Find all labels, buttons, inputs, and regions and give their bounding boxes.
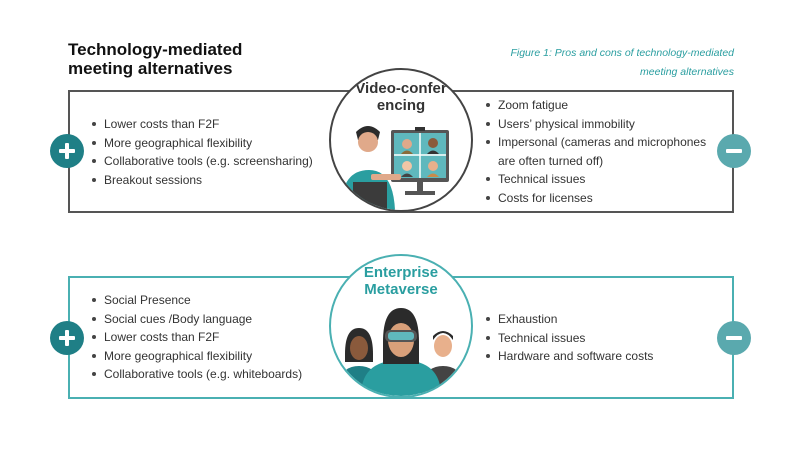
minus-icon [717, 321, 751, 355]
vr-people-illustration [337, 308, 465, 396]
enterprise-metaverse-circle: Enterprise Metaverse [329, 254, 473, 398]
minus-icon [717, 134, 751, 168]
list-item: Breakout sessions [90, 171, 313, 190]
plus-icon [50, 321, 84, 355]
list-item: Hardware and software costs [484, 347, 653, 366]
list-item: Social cues /Body language [90, 310, 302, 329]
enterprise-metaverse-heading: Enterprise Metaverse [363, 264, 439, 298]
figure-caption: Figure 1: Pros and cons of technology-me… [510, 47, 734, 78]
video-cons-list: Zoom fatigue Users’ physical immobility … [484, 96, 714, 207]
video-conferencing-circle: Video-conferencing [329, 68, 473, 212]
list-item: Lower costs than F2F [90, 115, 313, 134]
list-item: Technical issues [484, 170, 714, 189]
list-item: More geographical flexibility [90, 347, 302, 366]
video-call-illustration [341, 126, 449, 210]
list-item: Costs for licenses [484, 189, 714, 208]
list-item: Zoom fatigue [484, 96, 714, 115]
list-item: Users’ physical immobility [484, 115, 714, 134]
plus-icon [50, 134, 84, 168]
list-item: More geographical flexibility [90, 134, 313, 153]
list-item: Technical issues [484, 329, 653, 348]
metaverse-pros-list: Social Presence Social cues /Body langua… [90, 291, 302, 384]
list-item: Lower costs than F2F [90, 328, 302, 347]
list-item: Collaborative tools (e.g. whiteboards) [90, 365, 302, 384]
page-title: Technology-mediated meeting alternatives [68, 40, 243, 78]
list-item: Social Presence [90, 291, 302, 310]
video-conferencing-heading: Video-conferencing [355, 80, 447, 114]
list-item: Impersonal (cameras and microphones are … [484, 133, 714, 170]
metaverse-cons-list: Exhaustion Technical issues Hardware and… [484, 310, 653, 366]
video-pros-list: Lower costs than F2F More geographical f… [90, 115, 313, 189]
list-item: Collaborative tools (e.g. screensharing) [90, 152, 313, 171]
list-item: Exhaustion [484, 310, 653, 329]
